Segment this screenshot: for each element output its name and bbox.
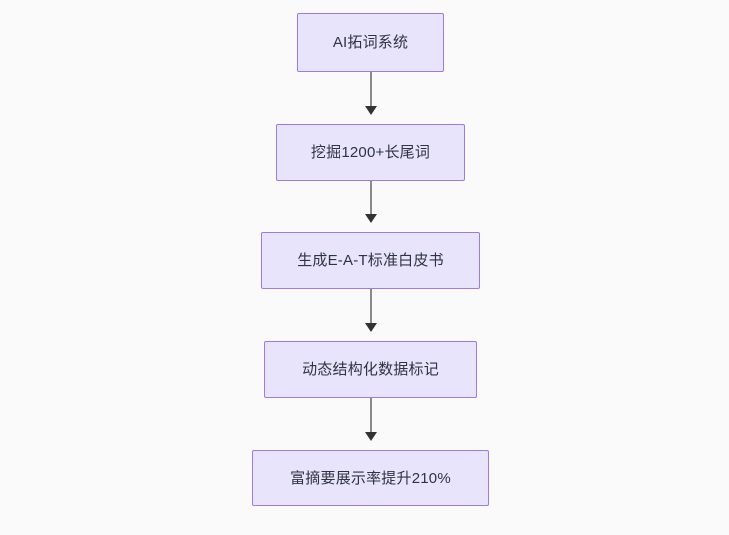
- flowchart-node-rich-snippet-impression-lift[interactable]: 富摘要展示率提升210%: [252, 450, 489, 506]
- arrowhead-icon: [365, 432, 377, 441]
- edge-line: [370, 398, 372, 433]
- edge-node1-node2: [365, 72, 377, 115]
- edge-node2-node3: [365, 181, 377, 223]
- arrowhead-icon: [365, 323, 377, 332]
- flowchart-node-mine-longtail-keywords[interactable]: 挖掘1200+长尾词: [276, 124, 465, 181]
- arrowhead-icon: [365, 214, 377, 223]
- flowchart-node-ai-keyword-system[interactable]: AI拓词系统: [297, 13, 444, 72]
- node-label: 富摘要展示率提升210%: [290, 469, 451, 487]
- edge-line: [370, 72, 372, 107]
- node-label: 挖掘1200+长尾词: [310, 144, 431, 161]
- edge-line: [370, 289, 372, 324]
- edge-node3-node4: [365, 289, 377, 332]
- edge-line: [370, 181, 372, 215]
- node-label: 生成E-A-T标准白皮书: [297, 252, 444, 269]
- node-label: AI拓词系统: [332, 34, 409, 51]
- arrowhead-icon: [365, 106, 377, 115]
- edge-node4-node5: [365, 398, 377, 441]
- flowchart-node-generate-eat-whitepaper[interactable]: 生成E-A-T标准白皮书: [261, 232, 480, 289]
- flowchart-node-dynamic-structured-data-markup[interactable]: 动态结构化数据标记: [264, 341, 477, 398]
- node-label: 动态结构化数据标记: [302, 361, 439, 378]
